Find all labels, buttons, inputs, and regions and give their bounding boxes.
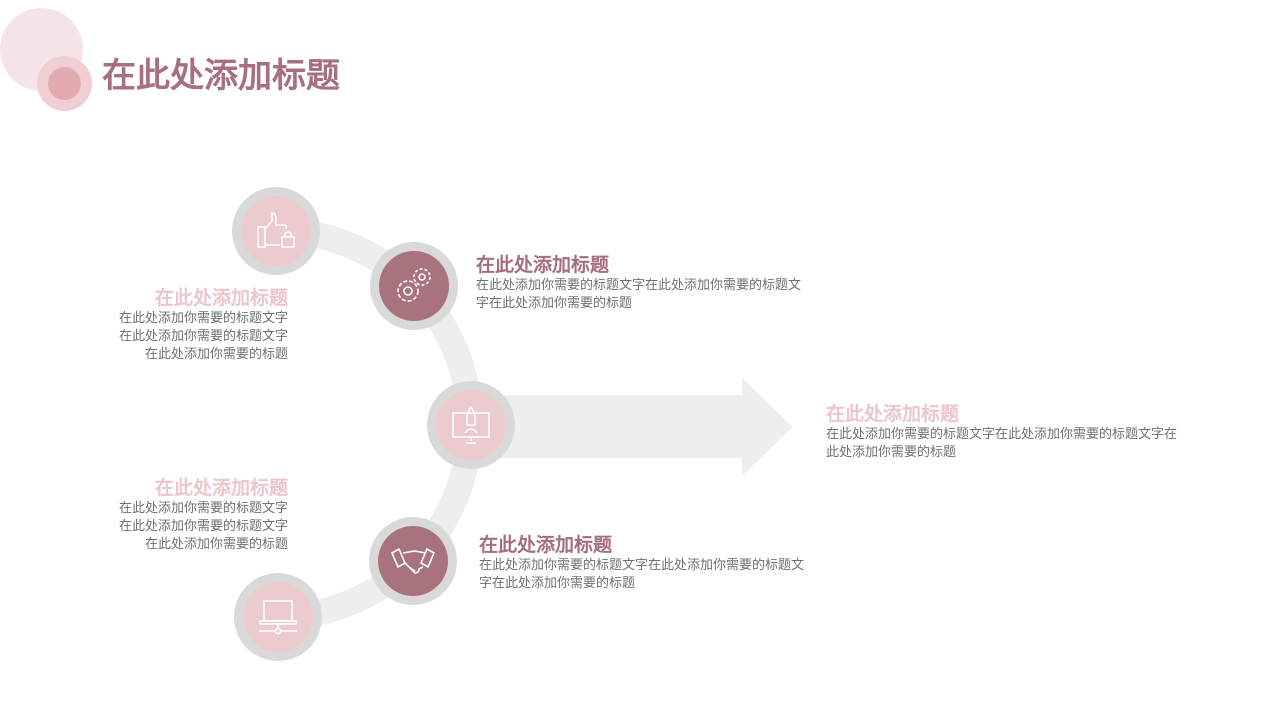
- item-line: 在此处添加你需要的标题文字在此处添加你需要的标题文字在: [826, 427, 1178, 442]
- item-line: 在此处添加你需要的标题文字: [118, 311, 288, 326]
- item-line: 在此处添加你需要的标题文字: [118, 501, 288, 516]
- node-thumbs-up: [232, 187, 320, 275]
- item-title: 在此处添加标题: [476, 254, 610, 276]
- item-line: 在此处添加你需要的标题: [144, 347, 288, 362]
- laptop-network-icon: [259, 600, 297, 635]
- deco-circle-small: [48, 67, 81, 100]
- item-title: 在此处添加标题: [154, 477, 288, 499]
- text-block-2: 在此处添加标题 在此处添加你需要的标题文字在此处添加你需要的标题文 字在此处添加…: [476, 253, 801, 313]
- item-line: 在此处添加你需要的标题文字: [118, 329, 288, 344]
- item-line: 此处添加你需要的标题: [826, 445, 957, 460]
- item-title: 在此处添加标题: [479, 534, 613, 556]
- node-handshake: [369, 517, 457, 605]
- item-line: 在此处添加你需要的标题文字在此处添加你需要的标题文: [476, 278, 802, 293]
- arrow: [500, 378, 793, 476]
- node-rocket: [427, 381, 515, 469]
- item-line: 在此处添加你需要的标题: [144, 537, 288, 552]
- rocket-monitor-icon: [452, 405, 490, 444]
- node-laptop: [234, 573, 322, 661]
- page-title: 在此处添加标题: [102, 56, 340, 96]
- text-block-5: 在此处添加标题 在此处添加你需要的标题文字 在此处添加你需要的标题文字 在此处添…: [119, 476, 288, 554]
- thumbs-up-lock-icon: [257, 212, 295, 248]
- text-block-1: 在此处添加标题 在此处添加你需要的标题文字 在此处添加你需要的标题文字 在此处添…: [119, 286, 288, 364]
- node-gears: [370, 242, 458, 330]
- item-line: 在此处添加你需要的标题文字: [118, 519, 288, 534]
- item-title: 在此处添加标题: [154, 287, 288, 309]
- item-line: 字在此处添加你需要的标题: [479, 576, 636, 591]
- gears-icon: [397, 268, 431, 302]
- handshake-icon: [390, 547, 436, 574]
- text-block-3: 在此处添加标题 在此处添加你需要的标题文字在此处添加你需要的标题文字在 此处添加…: [826, 402, 1177, 462]
- text-block-4: 在此处添加标题 在此处添加你需要的标题文字在此处添加你需要的标题文 字在此处添加…: [479, 533, 804, 593]
- item-line: 在此处添加你需要的标题文字在此处添加你需要的标题文: [479, 558, 805, 573]
- item-line: 字在此处添加你需要的标题: [476, 296, 633, 311]
- item-title: 在此处添加标题: [826, 403, 960, 425]
